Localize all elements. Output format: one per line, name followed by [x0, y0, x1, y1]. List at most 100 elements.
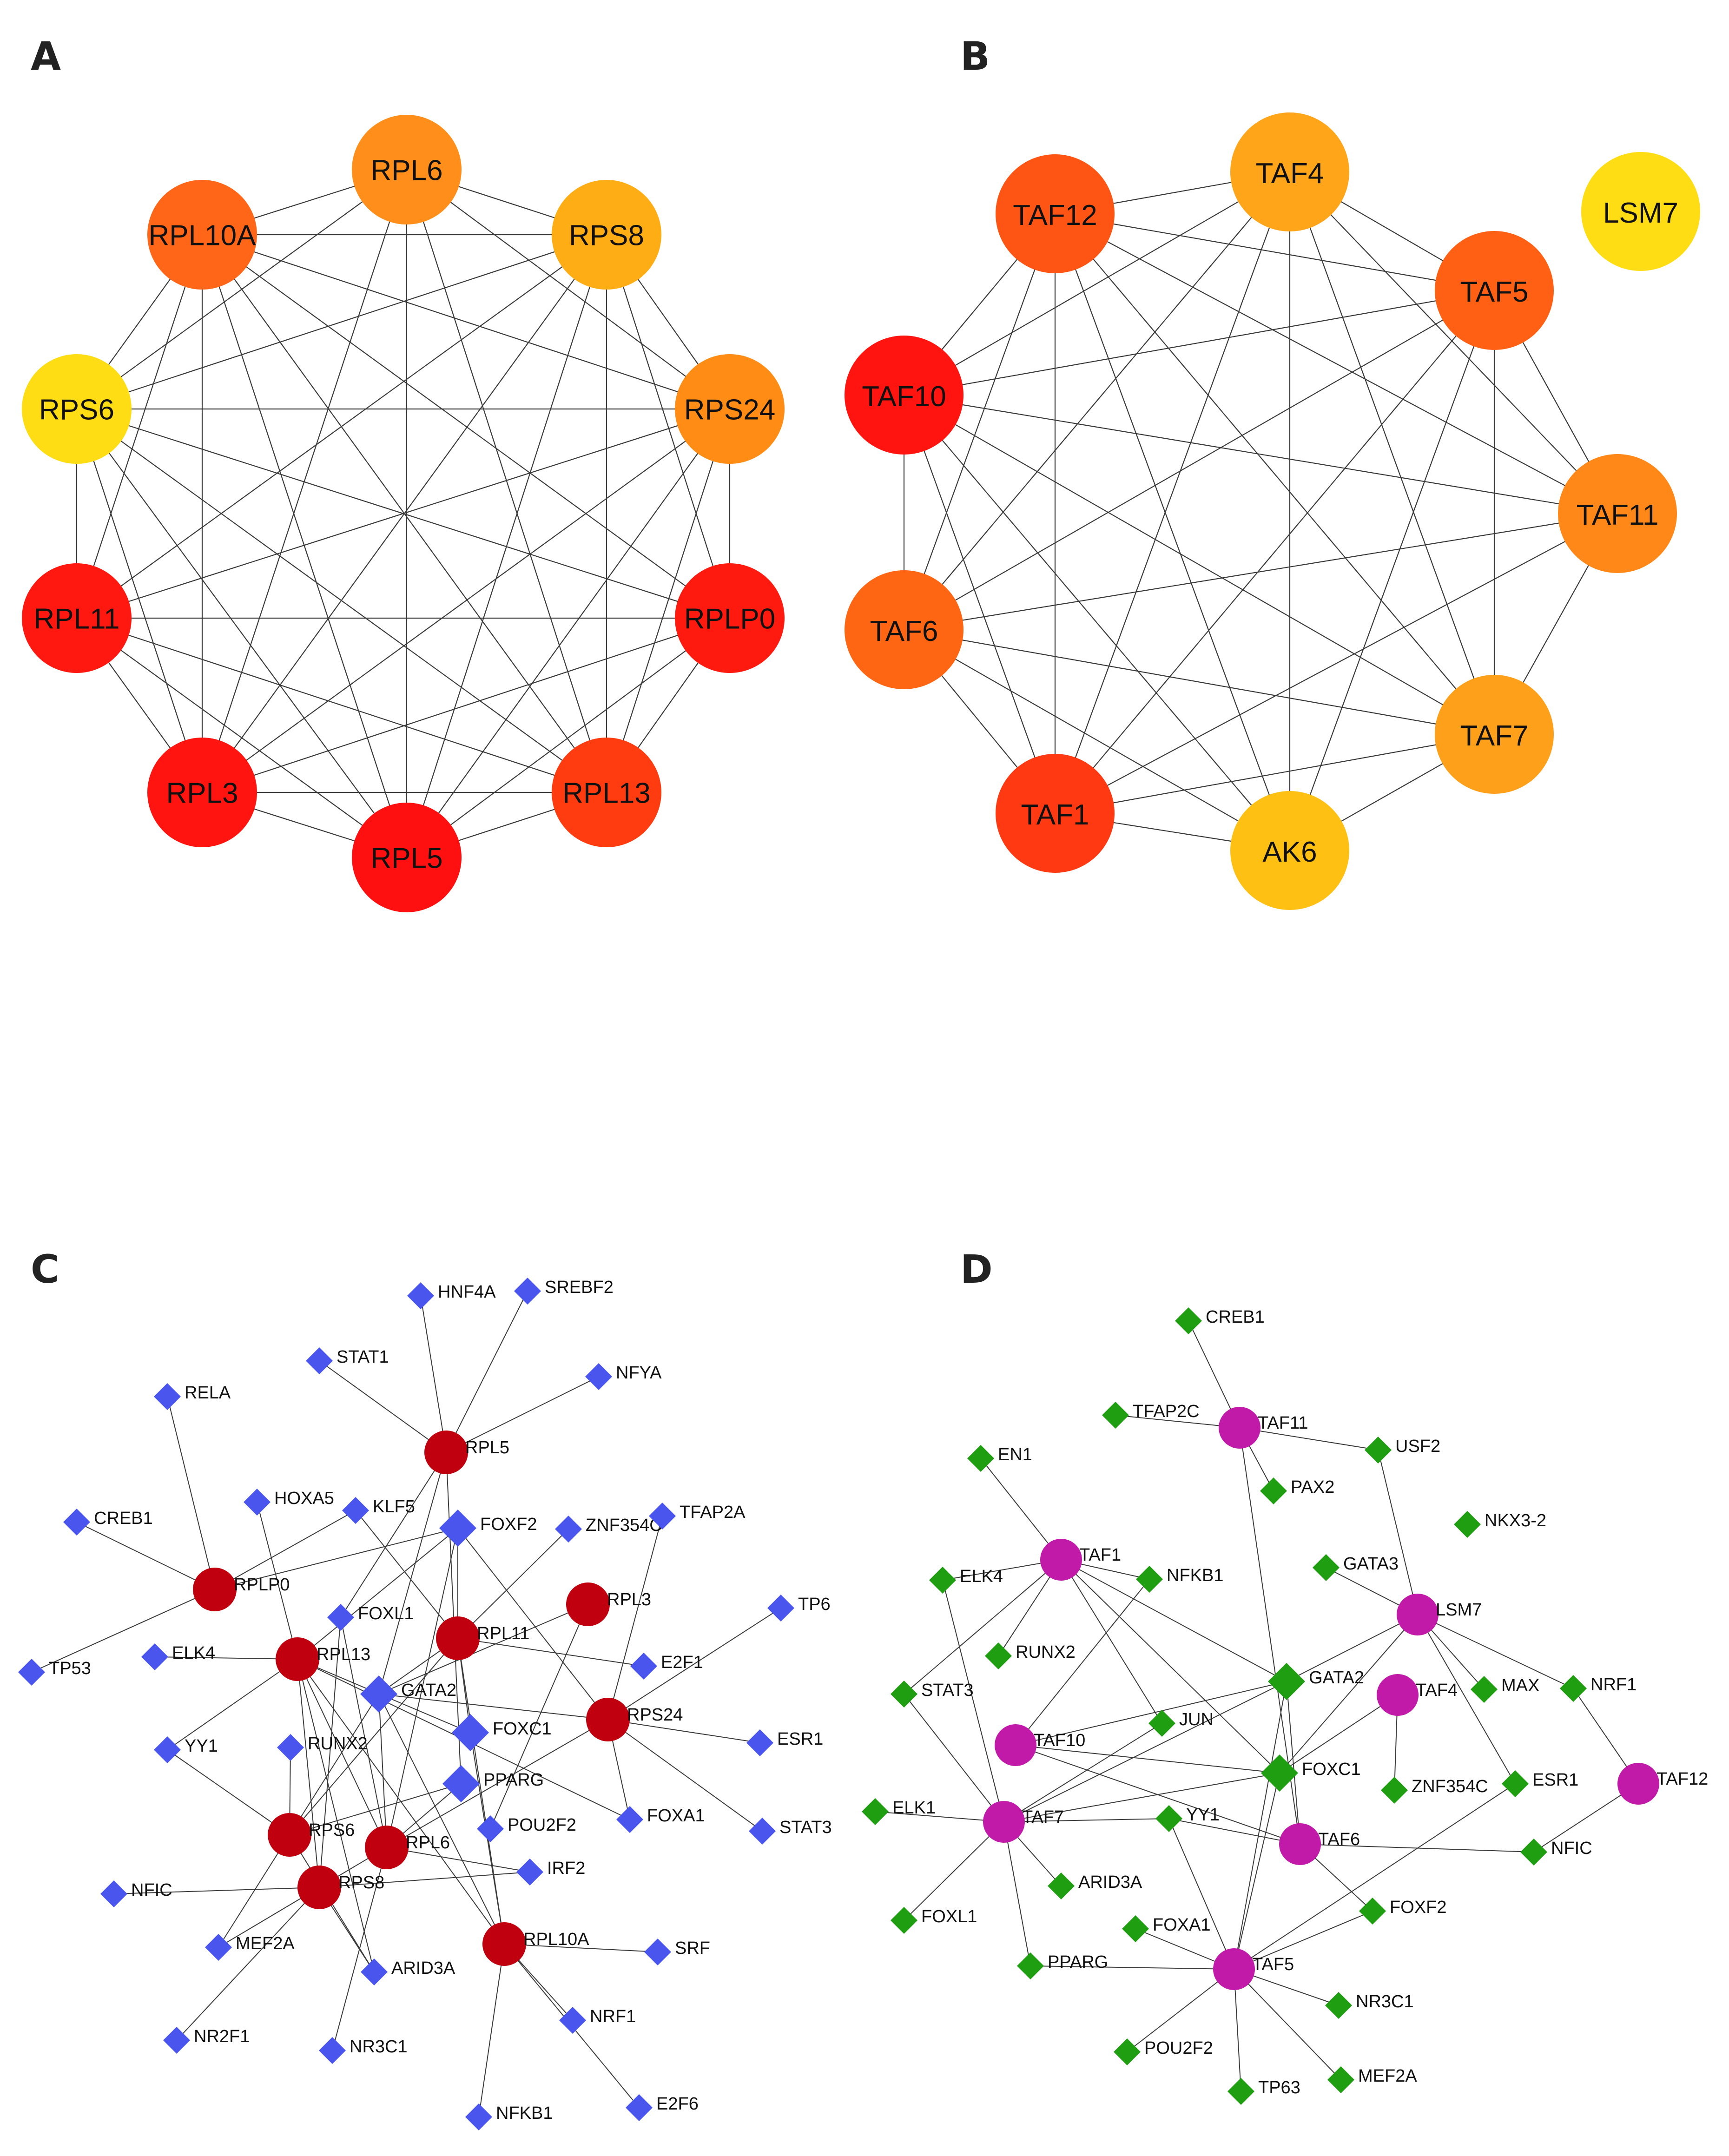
hub-node-rpl10a[interactable]: RPL10A [482, 1922, 589, 1966]
hub-node-rpl6[interactable]: RPL6 [365, 1826, 450, 1869]
tf-node-runx2[interactable]: RUNX2 [277, 1734, 368, 1761]
tf-node-nrf1[interactable]: NRF1 [1560, 1675, 1637, 1702]
hub-node-rplp0[interactable]: RPLP0 [193, 1568, 290, 1611]
tf-node-tp6[interactable]: TP6 [767, 1595, 831, 1622]
tf-node-creb1[interactable]: CREB1 [1175, 1307, 1265, 1334]
tf-node-foxa1[interactable]: FOXA1 [616, 1806, 705, 1833]
hub-node-rpl13[interactable]: RPL13 [276, 1637, 370, 1681]
tf-node-yy1[interactable]: YY1 [154, 1736, 218, 1763]
hub-node-taf6[interactable]: TAF6 [1279, 1823, 1360, 1865]
tf-node-foxl1[interactable]: FOXL1 [891, 1907, 977, 1934]
tf-node-jun[interactable]: JUN [1148, 1710, 1214, 1737]
hub-node-rpl11[interactable]: RPL11 [436, 1616, 529, 1660]
node-taf10[interactable]: TAF10 [845, 336, 963, 455]
tf-node-pax2[interactable]: PAX2 [1260, 1477, 1334, 1504]
tf-node-nrf1[interactable]: NRF1 [559, 2007, 636, 2034]
tf-node-gata3[interactable]: GATA3 [1313, 1554, 1399, 1581]
node-rps24[interactable]: RPS24 [675, 354, 785, 464]
tf-node-foxl1[interactable]: FOXL1 [327, 1604, 414, 1631]
tf-node-max[interactable]: MAX [1471, 1676, 1539, 1703]
tf-node-nkx3-2[interactable]: NKX3-2 [1454, 1511, 1546, 1538]
hub-node-taf1[interactable]: TAF1 [1040, 1539, 1121, 1581]
tf-node-nfic[interactable]: NFIC [100, 1880, 172, 1907]
tf-node-znf354c[interactable]: ZNF354C [1381, 1777, 1488, 1804]
tf-node-pou2f2[interactable]: POU2F2 [1114, 2038, 1213, 2065]
tf-node-foxf2[interactable]: FOXF2 [439, 1510, 537, 1547]
tf-node-znf354c[interactable]: ZNF354C [555, 1516, 662, 1543]
tf-node-e2f1[interactable]: E2F1 [630, 1653, 703, 1680]
tf-node-tp63[interactable]: TP63 [1227, 2078, 1300, 2105]
tf-node-tfap2c[interactable]: TFAP2C [1102, 1402, 1200, 1429]
node-taf4[interactable]: TAF4 [1230, 112, 1349, 231]
tf-node-creb1[interactable]: CREB1 [63, 1509, 153, 1536]
hub-node-rpl3[interactable]: RPL3 [566, 1582, 651, 1626]
tf-node-stat3[interactable]: STAT3 [891, 1681, 974, 1708]
node-taf5[interactable]: TAF5 [1435, 231, 1554, 350]
tf-node-pparg[interactable]: PPARG [442, 1765, 544, 1802]
tf-node-nr3c1[interactable]: NR3C1 [319, 2037, 408, 2064]
hub-node-rpl5[interactable]: RPL5 [424, 1431, 509, 1474]
node-rpl5[interactable]: RPL5 [352, 803, 462, 912]
tf-node-nfic[interactable]: NFIC [1520, 1839, 1592, 1866]
tf-node-srf[interactable]: SRF [644, 1938, 710, 1965]
tf-node-arid3a[interactable]: ARID3A [1048, 1872, 1142, 1899]
tf-node-mef2a[interactable]: MEF2A [205, 1934, 295, 1961]
tf-node-nfkb1[interactable]: NFKB1 [1136, 1566, 1223, 1593]
node-taf12[interactable]: TAF12 [996, 154, 1115, 273]
tf-node-tp53[interactable]: TP53 [18, 1659, 91, 1686]
tf-node-nfya[interactable]: NFYA [585, 1363, 662, 1390]
node-ak6[interactable]: AK6 [1230, 791, 1349, 910]
tf-node-stat3[interactable]: STAT3 [749, 1818, 832, 1845]
tf-node-hoxa5[interactable]: HOXA5 [244, 1489, 334, 1516]
tf-node-usf2[interactable]: USF2 [1365, 1437, 1440, 1464]
tf-node-klf5[interactable]: KLF5 [342, 1497, 415, 1524]
tf-node-gata2[interactable]: GATA2 [360, 1675, 456, 1713]
hub-node-taf11[interactable]: TAF11 [1219, 1407, 1308, 1449]
hub-node-taf12[interactable]: TAF12 [1617, 1763, 1708, 1805]
node-taf7[interactable]: TAF7 [1435, 675, 1554, 794]
node-rplp0[interactable]: RPLP0 [675, 563, 785, 673]
hub-node-taf10[interactable]: TAF10 [995, 1724, 1085, 1766]
node-rpl13[interactable]: RPL13 [552, 738, 661, 847]
tf-node-elk1[interactable]: ELK1 [862, 1798, 936, 1825]
node-rpl6[interactable]: RPL6 [352, 115, 462, 224]
tf-node-mef2a[interactable]: MEF2A [1327, 2066, 1417, 2093]
hub-node-taf5[interactable]: TAF5 [1213, 1948, 1294, 1990]
tf-node-foxa1[interactable]: FOXA1 [1122, 1915, 1211, 1942]
hub-node-rps6[interactable]: RPS6 [268, 1813, 355, 1857]
tf-node-elk4[interactable]: ELK4 [929, 1567, 1003, 1594]
node-taf6[interactable]: TAF6 [845, 570, 963, 689]
node-taf1[interactable]: TAF1 [996, 754, 1115, 873]
tf-node-foxc1[interactable]: FOXC1 [1261, 1754, 1361, 1792]
tf-node-nfkb1[interactable]: NFKB1 [465, 2103, 553, 2130]
hub-node-rps24[interactable]: RPS24 [586, 1698, 683, 1741]
node-lsm7[interactable]: LSM7 [1581, 152, 1700, 271]
tf-node-rela[interactable]: RELA [154, 1383, 231, 1410]
tf-node-irf2[interactable]: IRF2 [516, 1859, 585, 1886]
tf-node-esr1[interactable]: ESR1 [1502, 1770, 1578, 1797]
node-rpl10a[interactable]: RPL10A [147, 180, 257, 290]
tf-node-pparg[interactable]: PPARG [1017, 1952, 1108, 1979]
tf-node-foxc1[interactable]: FOXC1 [452, 1714, 552, 1751]
tf-node-hnf4a[interactable]: HNF4A [407, 1282, 496, 1309]
tf-node-pou2f2[interactable]: POU2F2 [477, 1815, 576, 1842]
node-taf11[interactable]: TAF11 [1558, 454, 1677, 573]
tf-node-tfap2a[interactable]: TFAP2A [649, 1503, 746, 1530]
node-rpl3[interactable]: RPL3 [147, 738, 257, 847]
tf-node-foxf2[interactable]: FOXF2 [1359, 1898, 1446, 1925]
tf-node-gata2[interactable]: GATA2 [1268, 1663, 1364, 1700]
node-rpl11[interactable]: RPL11 [22, 563, 132, 673]
tf-node-elk4[interactable]: ELK4 [141, 1643, 215, 1670]
tf-node-stat1[interactable]: STAT1 [306, 1347, 389, 1374]
tf-node-yy1[interactable]: YY1 [1155, 1805, 1220, 1832]
hub-node-rps8[interactable]: RPS8 [297, 1866, 384, 1909]
tf-node-nr3c1[interactable]: NR3C1 [1325, 1992, 1414, 2019]
node-rps6[interactable]: RPS6 [22, 354, 132, 464]
tf-node-en1[interactable]: EN1 [967, 1445, 1032, 1472]
hub-node-taf4[interactable]: TAF4 [1377, 1674, 1458, 1716]
tf-node-runx2[interactable]: RUNX2 [985, 1642, 1076, 1669]
hub-node-lsm7[interactable]: LSM7 [1397, 1594, 1482, 1635]
tf-node-e2f6[interactable]: E2F6 [626, 2094, 699, 2121]
tf-node-srebf2[interactable]: SREBF2 [514, 1278, 614, 1305]
node-rps8[interactable]: RPS8 [552, 180, 661, 290]
